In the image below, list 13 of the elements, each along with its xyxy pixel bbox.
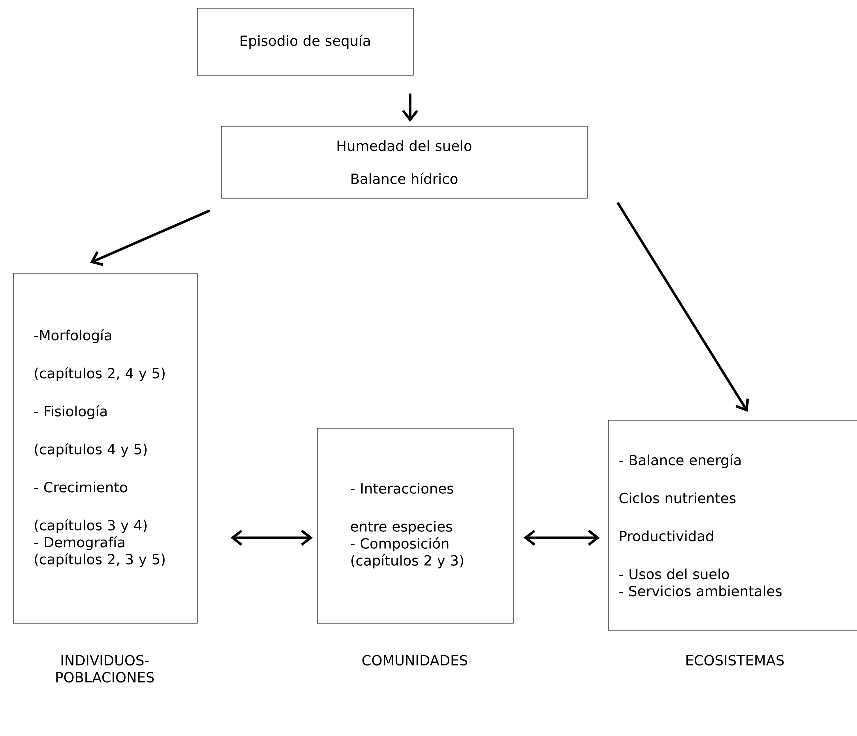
text-box: - Balance energía Ciclos nutrientes Productividad - Usos del suelo - Servicios ambientales bbox=[608, 420, 857, 631]
arrow bbox=[90, 210, 210, 266]
text-box: Episodio de sequía bbox=[197, 8, 414, 76]
arrow bbox=[230, 530, 313, 546]
arrow bbox=[616, 202, 750, 412]
arrow bbox=[402, 94, 418, 122]
text-box: -Morfología (capítulos 2, 4 y 5) - Fisiología (capítulos 4 y 5) - Crecimiento (capítulos 3 y 4) - Demografía (capítulos 2, 3 y 5) bbox=[13, 273, 198, 624]
caption-label: INDIVIDUOS- POBLACIONES bbox=[56, 655, 154, 683]
text-box: Humedad del suelo Balance hídrico bbox=[221, 126, 588, 199]
caption-label: COMUNIDADES bbox=[362, 655, 468, 666]
text-box: - Interacciones entre especies - Composición (capítulos 2 y 3) bbox=[317, 428, 514, 624]
arrow bbox=[524, 530, 600, 546]
caption-label: ECOSISTEMAS bbox=[686, 655, 784, 666]
